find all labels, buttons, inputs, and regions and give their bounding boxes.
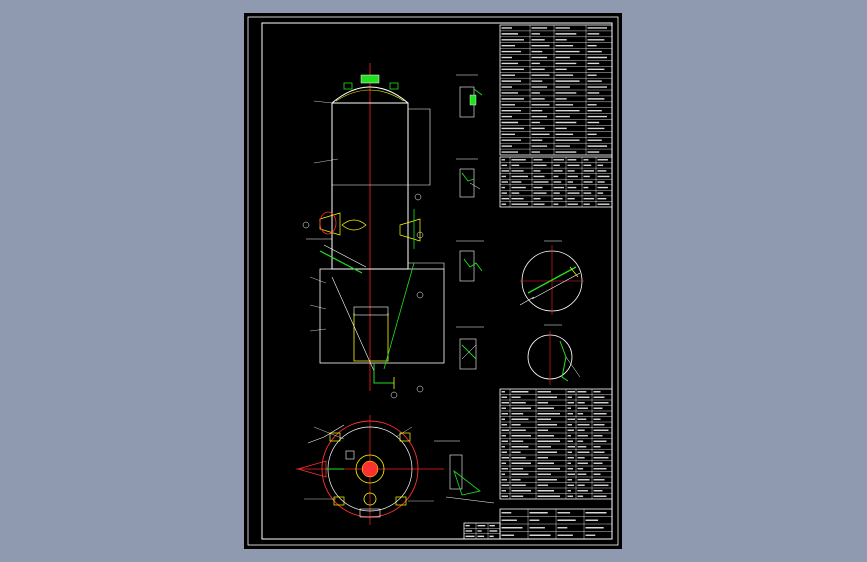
tech-data-row — [500, 89, 612, 94]
parts-row — [500, 449, 612, 453]
parts-row — [500, 476, 612, 481]
section-a — [519, 240, 584, 315]
tech-data-row — [500, 119, 612, 124]
parts-row — [500, 416, 612, 420]
section-views — [519, 240, 584, 385]
plan-view — [296, 415, 444, 525]
tech-data-row — [500, 83, 612, 88]
detail-views — [434, 74, 495, 504]
tech-data-row — [500, 66, 612, 71]
tech-data-row — [500, 125, 612, 130]
parts-row — [500, 465, 612, 470]
drawing-frame — [261, 22, 613, 540]
tech-data-row — [500, 42, 612, 47]
tech-data-row — [500, 54, 612, 59]
tech-data-row — [500, 95, 612, 100]
parts-row — [500, 432, 612, 437]
tech-data-row — [500, 36, 612, 41]
nozzle-row — [500, 173, 612, 178]
tech-data-row — [500, 48, 612, 53]
parts-row — [500, 399, 612, 404]
tech-data-row — [500, 101, 612, 106]
nozzle-row — [500, 190, 612, 194]
detail-4 — [456, 326, 484, 370]
nozzle-table — [499, 156, 613, 208]
parts-list-table — [499, 388, 613, 500]
revision-row — [464, 533, 500, 538]
parts-row — [500, 460, 612, 464]
tech-data-row — [500, 30, 612, 35]
drawing-viewport[interactable] — [244, 13, 622, 549]
parts-row — [500, 394, 612, 398]
tech-data-row — [500, 107, 612, 112]
parts-row — [500, 493, 612, 497]
tech-data-row — [500, 148, 612, 153]
support-skirt — [319, 268, 445, 364]
nozzle-row — [500, 179, 612, 183]
parts-row — [500, 454, 612, 459]
nozzle-row — [500, 162, 612, 167]
detail-5 — [434, 440, 495, 504]
nozzle-row — [500, 184, 612, 189]
parts-row — [500, 438, 612, 442]
tech-data-row — [500, 77, 612, 82]
nozzle-row — [500, 201, 612, 205]
technical-data-table — [499, 24, 613, 156]
tech-data-row — [500, 131, 612, 136]
tech-data-row — [500, 72, 612, 76]
detail-2 — [456, 158, 481, 198]
tech-data-row — [500, 60, 612, 65]
section-b — [527, 324, 581, 385]
nozzle-row — [500, 167, 612, 172]
tech-data-row — [500, 137, 612, 141]
top-head — [331, 86, 409, 104]
parts-row — [500, 421, 612, 426]
parts-row — [500, 427, 612, 431]
manway-right — [399, 218, 421, 242]
detail-1 — [456, 74, 483, 118]
nozzle-row — [500, 195, 612, 200]
parts-row — [500, 471, 612, 475]
tech-data-row — [500, 142, 612, 147]
parts-row — [500, 405, 612, 409]
vessel-elevation — [302, 63, 445, 399]
revision-row — [464, 528, 500, 532]
parts-row — [500, 443, 612, 448]
parts-row — [500, 487, 612, 492]
tech-data-row — [500, 113, 612, 118]
parts-row — [500, 482, 612, 486]
outer-border — [247, 16, 619, 546]
parts-row — [500, 410, 612, 415]
title-block — [463, 508, 613, 540]
detail-3 — [456, 240, 484, 282]
